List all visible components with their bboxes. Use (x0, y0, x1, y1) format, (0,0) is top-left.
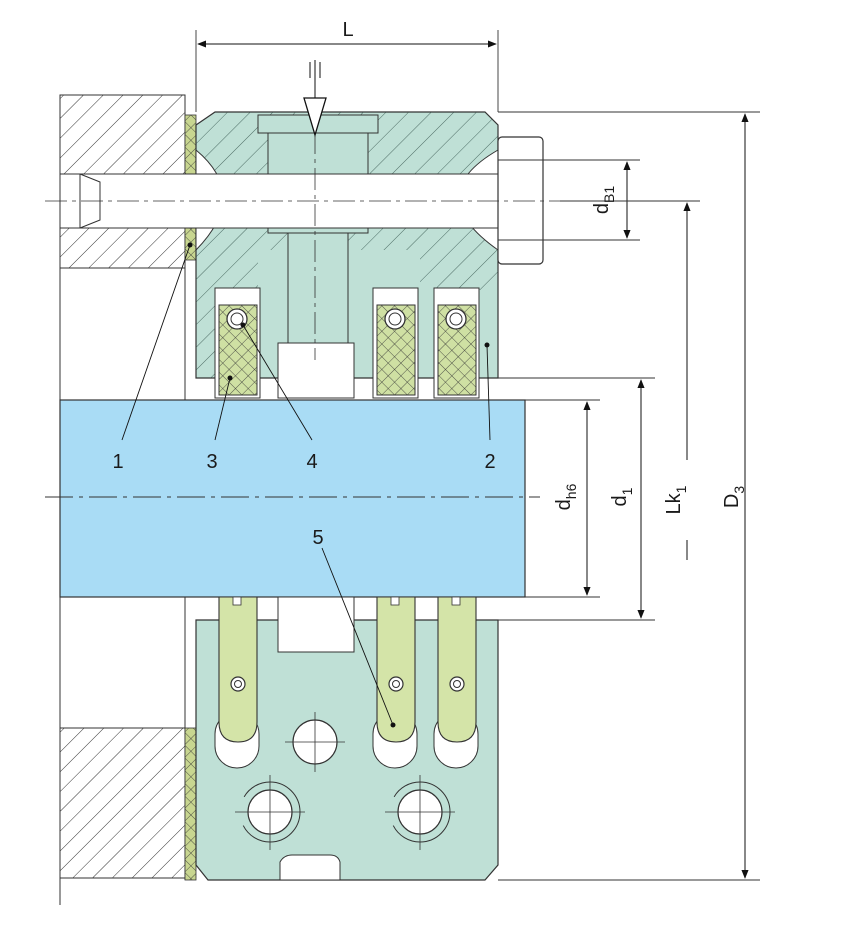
callout-5: 5 (312, 527, 323, 549)
shaft (45, 399, 540, 598)
callout-leaders (121, 242, 491, 728)
dim-d3-label: D3 (721, 486, 747, 508)
dim-db1-label: dB1 (591, 186, 617, 214)
dim-lk1-label: Lk1 (663, 485, 689, 514)
svg-text:dB1: dB1 (591, 186, 617, 214)
dim-d3-base: D (721, 494, 743, 508)
callout-1: 1 (112, 451, 123, 473)
dim-db1-sub: B1 (601, 186, 617, 203)
dim-dh6-base: d (553, 499, 575, 510)
svg-text:dh6: dh6 (553, 483, 579, 510)
grease-inlet-arrow (303, 60, 327, 138)
dim-d3-sub: 3 (731, 486, 747, 494)
dimension-lines (195, 30, 760, 881)
spring-arms (218, 596, 477, 743)
callout-2: 2 (484, 451, 495, 473)
svg-text:d1: d1 (609, 487, 635, 506)
dim-dh6-label: dh6 (553, 483, 579, 510)
dim-lk1-sub: 1 (673, 485, 689, 493)
dim-dh6-sub: h6 (563, 483, 579, 499)
packing-rings-upper (218, 304, 477, 396)
dim-d1-base: d (609, 495, 631, 506)
dim-d1-label: d1 (609, 487, 635, 506)
callout-3: 3 (206, 451, 217, 473)
dim-lk1-base: Lk (663, 492, 685, 514)
svg-text:D3: D3 (721, 486, 747, 508)
svg-text:Lk1: Lk1 (663, 485, 689, 514)
spring-rings (226, 308, 467, 330)
dim-db1-base: d (591, 203, 613, 214)
callout-4: 4 (306, 451, 317, 473)
dim-d1-sub: 1 (619, 487, 635, 495)
dim-l-label: L (342, 19, 353, 41)
